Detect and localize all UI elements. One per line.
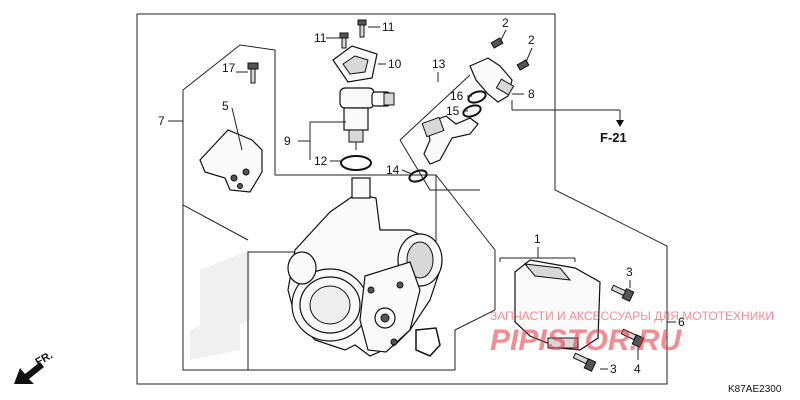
callout-13: 13 xyxy=(432,57,446,71)
callout-2-left: 2 xyxy=(502,16,509,30)
watermark-brand: PIPISTOR.RU xyxy=(490,324,682,357)
reference-label: F-21 xyxy=(600,130,627,145)
callout-3-upper: 3 xyxy=(626,265,633,279)
o-ring-12 xyxy=(340,155,372,171)
o-ring-14 xyxy=(408,169,428,183)
callout-15: 15 xyxy=(446,104,460,118)
watermark-tagline: ЗАПЧАСТИ И АКСЕССУАРЫ ДЛЯ МОТОТЕХНИКИ xyxy=(490,309,774,323)
gasket xyxy=(415,327,441,357)
callout-5: 5 xyxy=(222,99,229,113)
arrow-icon xyxy=(14,362,44,384)
callout-17: 17 xyxy=(222,61,236,75)
assembly-boundary xyxy=(136,13,668,385)
sensor-plate-10 xyxy=(332,45,378,83)
callout-2-right: 2 xyxy=(528,33,535,47)
sensor-unit-1 xyxy=(514,259,601,351)
leader-lines xyxy=(168,26,676,370)
diagram-code: K87AE2300 xyxy=(728,384,782,395)
bracket-5 xyxy=(199,129,263,193)
throttle-body xyxy=(287,177,443,357)
callout-9: 9 xyxy=(284,134,291,148)
background-logo xyxy=(190,250,250,360)
screw-4 xyxy=(620,328,645,348)
callout-16: 16 xyxy=(450,89,464,103)
arrow-down-icon xyxy=(616,120,624,127)
front-label: FR. xyxy=(34,349,55,368)
callout-14: 14 xyxy=(386,163,400,177)
callout-10: 10 xyxy=(388,57,402,71)
bolt-17 xyxy=(247,62,259,84)
callout-8: 8 xyxy=(528,87,535,101)
callout-3-lower: 3 xyxy=(610,362,617,376)
callout-11-top: 11 xyxy=(382,20,395,34)
front-arrow: FR. xyxy=(14,349,55,384)
callout-1: 1 xyxy=(534,232,541,246)
bolt-11-top xyxy=(357,19,367,38)
callout-11-left: 11 xyxy=(314,31,327,45)
callout-6: 6 xyxy=(678,315,685,329)
screw-3-lower xyxy=(572,352,597,372)
callout-4: 4 xyxy=(634,362,641,376)
o-ring-16 xyxy=(467,90,487,104)
bolt-11-left xyxy=(339,32,349,49)
o-ring-15 xyxy=(462,104,482,118)
callout-12: 12 xyxy=(314,154,328,168)
idle-air-valve-9 xyxy=(339,87,395,150)
injector-assembly-13 xyxy=(408,37,530,183)
screw-3-upper xyxy=(610,284,635,302)
callout-7: 7 xyxy=(158,114,165,128)
